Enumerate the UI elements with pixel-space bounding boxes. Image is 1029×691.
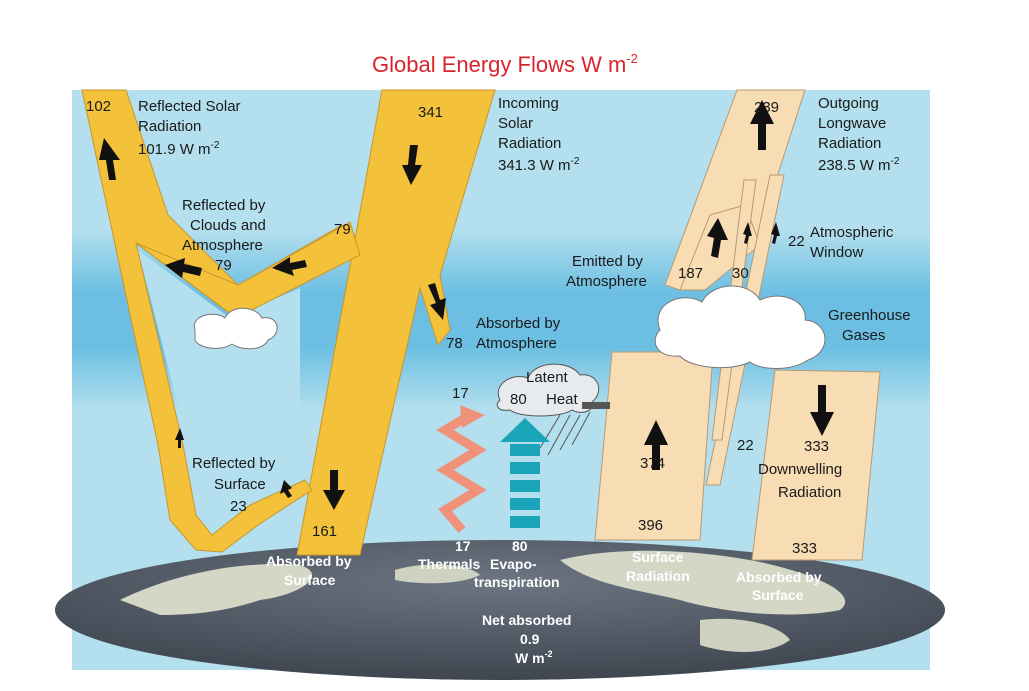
evapo-label: transpiration [474,574,560,590]
downwelling-value: 333 [804,438,829,455]
arrow-left-icon [165,258,202,278]
absorbed-atm-value: 78 [446,335,463,352]
downwelling-label: Radiation [778,484,841,501]
surface-rad-label: Radiation [626,568,690,584]
rain-line [571,411,591,446]
emitted-label: Atmosphere [566,273,647,290]
reflected-solar-label: Radiation [138,118,201,135]
incoming-amount: 341.3 W m-2 [498,156,580,174]
arrow-up-icon [175,428,184,448]
window-value: 22 [788,233,805,250]
arrow-up-icon [743,222,752,244]
rain-line [547,414,571,456]
direction-arrows [99,100,834,510]
outgoing-value: 239 [754,99,779,116]
surface-refl-value: 23 [230,498,247,515]
latent-shelf [582,402,610,409]
surface-rad-value: 396 [638,517,663,534]
evapo-label: Evapo- [490,556,537,572]
emitted-label: Emitted by [572,253,643,270]
incoming-label: Radiation [498,135,561,152]
incoming-value: 341 [418,104,443,121]
evapotranspiration-arrow [500,418,550,528]
arrow-up-icon [644,420,668,470]
arrow-up-icon [771,222,780,244]
absorbed-surface-label: Absorbed by [266,553,352,569]
downwelling-label: Downwelling [758,461,842,478]
thermals-arrowhead [460,405,485,428]
outgoing-amount: 238.5 W m-2 [818,156,900,174]
surface-refl-label: Reflected by [192,455,276,472]
net-value: 0.9 [520,631,540,647]
arrow-down-icon [428,283,446,320]
rain-line [559,414,581,451]
incoming-solar-stream [296,89,496,556]
clouds-label: Clouds and [190,217,266,234]
absorbed-back-value: 333 [792,540,817,557]
arrow-left-icon [272,257,307,276]
absorbed-surface-value: 161 [312,523,337,540]
cloud-greenhouse [654,285,826,369]
outgoing-label: Longwave [818,115,886,132]
earth-land [700,618,790,652]
arrow-down-icon [810,385,834,436]
clouds-value: 79 [215,257,232,274]
clouds-label: Reflected by [182,197,266,214]
incoming-label: Solar [498,115,533,132]
thermals-label: Thermals [418,556,480,572]
incoming-label: Incoming [498,95,559,112]
emitted-value: 187 [678,265,703,282]
diagram-title-sup: -2 [626,51,638,66]
latent-value: 80 [510,391,527,408]
absorbed-back-label: Surface [752,587,804,603]
reflected-solar-value: 102 [86,98,111,115]
cloud-latent [496,363,610,456]
reflected-solar-amount: 101.9 W m-2 [138,140,220,158]
absorbed-back-label: Absorbed by [736,569,822,585]
thirty-value: 30 [732,265,749,282]
earth-land [560,550,846,615]
greenhouse-label: Gases [842,327,885,344]
arrow-up-icon [280,480,292,498]
arrow-up-icon [707,218,728,258]
surface-rad-up-value: 374 [640,455,665,472]
labels: 102 Reflected Solar Radiation 101.9 W m-… [86,95,911,666]
absorbed-surface-label: Surface [284,572,336,588]
arrow-down-icon [323,470,345,510]
surface-refl-label: Surface [214,476,266,493]
thermals-value: 17 [455,538,471,554]
clouds-label: Atmosphere [182,237,263,254]
absorbed-atm-label: Atmosphere [476,335,557,352]
latent-label: Latent [526,369,569,386]
clouds-arm-value: 79 [334,221,351,238]
net-unit: W m-2 [515,649,553,666]
net-label: Net absorbed [482,612,571,628]
cloud-left [193,307,278,350]
diagram-title: Global Energy Flows W m-2 [372,51,638,77]
earth-land [120,564,313,615]
surface-rad-label: Surface [632,549,684,565]
downwelling-panel [751,369,881,561]
outgoing-label: Outgoing [818,95,879,112]
thermals-arrow [436,411,487,533]
latent-label: Heat [546,391,579,408]
arrow-up-icon [750,100,774,150]
reflected-solar-label: Reflected Solar [138,98,241,115]
window-label: Window [810,244,864,261]
absorbed-atm-label: Absorbed by [476,315,561,332]
diagram-title-text: Global Energy Flows W m [372,52,626,77]
arrow-down-icon [402,145,422,185]
rain-line [539,414,561,449]
window-label: Atmospheric [810,224,894,241]
window-low-value: 22 [737,437,754,454]
outgoing-label: Radiation [818,135,881,152]
evapo-value: 80 [512,538,528,554]
greenhouse-label: Greenhouse [828,307,911,324]
earth-land [395,564,480,584]
earth [55,540,945,680]
arrow-up-icon [99,138,120,180]
thermals-top-value: 17 [452,385,469,402]
